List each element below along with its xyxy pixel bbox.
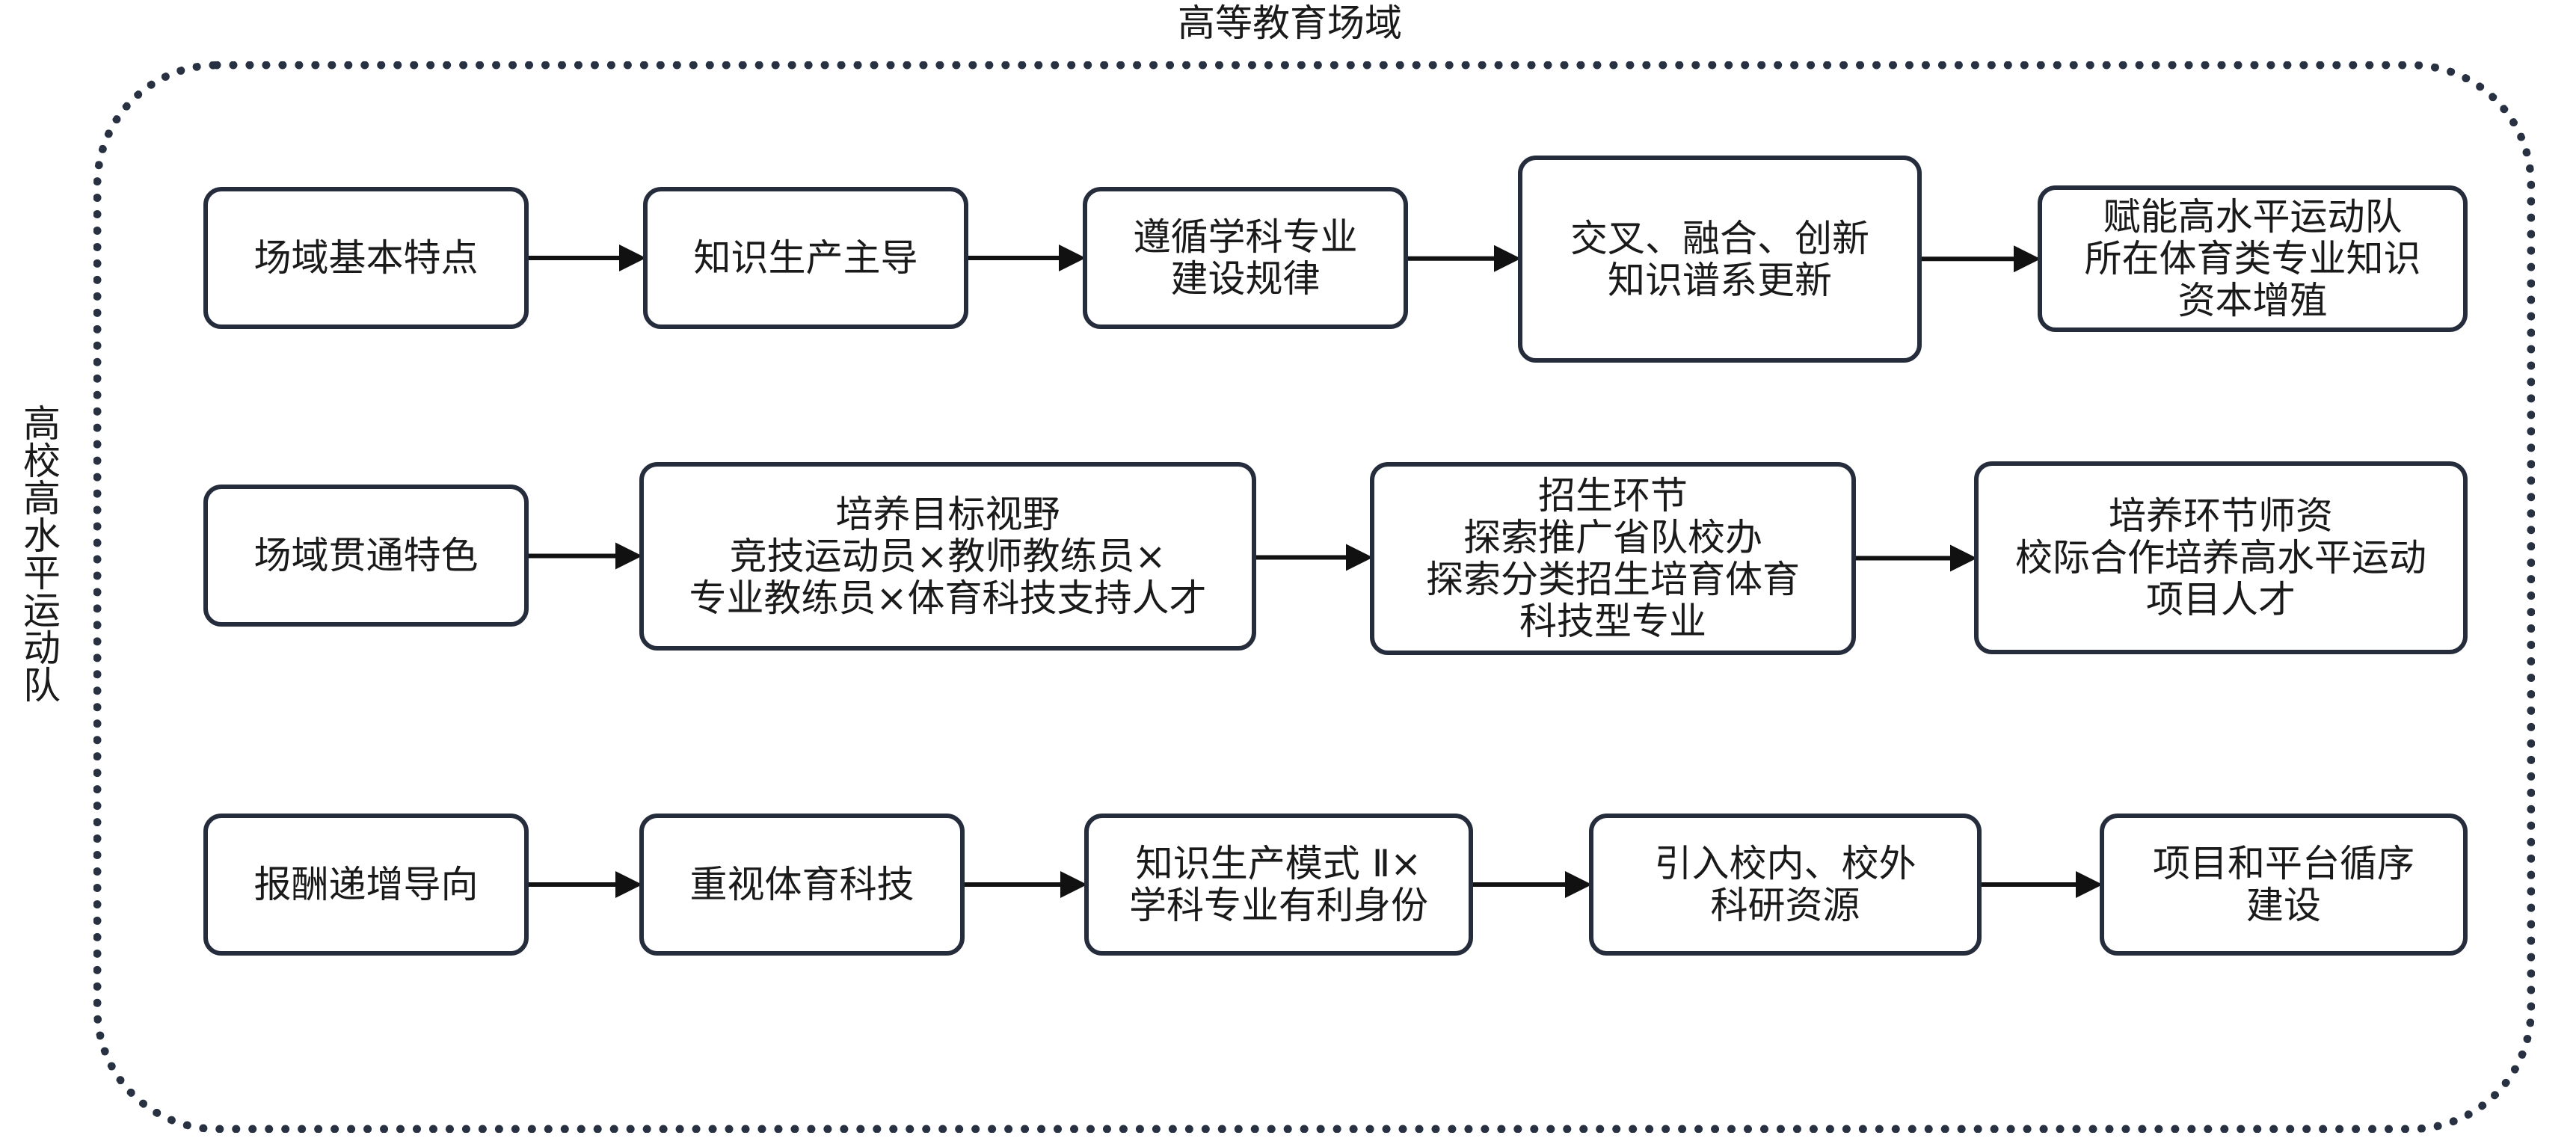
node-label: 培养环节师资 校际合作培养高水平运动 项目人才: [2015, 494, 2426, 621]
node-training-stage-faculty: 培养环节师资 校际合作培养高水平运动 项目人才: [1974, 461, 2468, 654]
node-label: 场域基本特点: [253, 236, 479, 280]
node-training-goal-vision: 培养目标视野 竞技运动员×教师教练员× 专业教练员×体育科技支持人才: [639, 462, 1256, 651]
node-follow-discipline-rules: 遵循学科专业 建设规律: [1083, 187, 1408, 329]
higher-education-field-frame: [93, 61, 2535, 1133]
node-label: 重视体育科技: [689, 863, 914, 906]
node-project-platform-building: 项目和平台循序 建设: [2100, 814, 2468, 956]
node-value-sports-tech: 重视体育科技: [639, 814, 965, 956]
node-increasing-returns: 报酬递增导向: [203, 814, 529, 956]
node-field-basic-features: 场域基本特点: [203, 187, 529, 329]
node-label: 报酬递增导向: [253, 863, 479, 906]
side-label-high-level-team: 高校高水平运动队: [17, 404, 61, 703]
node-label: 赋能高水平运动队 所在体育类专业知识 资本增殖: [2084, 195, 2421, 322]
node-label: 遵循学科专业 建设规律: [1133, 215, 1358, 301]
node-label: 招生环节 探索推广省队校办 探索分类招生培育体育 科技型专业: [1426, 474, 1800, 643]
node-knowledge-production-led: 知识生产主导: [643, 187, 968, 329]
node-cross-fusion-innovation: 交叉、融合、创新 知识谱系更新: [1518, 156, 1922, 363]
node-label: 知识生产模式 Ⅱ× 学科专业有利身份: [1129, 842, 1428, 927]
node-label: 引入校内、校外 科研资源: [1654, 842, 1916, 927]
node-label: 场域贯通特色: [253, 534, 479, 577]
field-title: 高等教育场域: [1178, 1, 1402, 45]
node-label: 培养目标视野 竞技运动员×教师教练员× 专业教练员×体育科技支持人才: [689, 493, 1207, 620]
node-empower-knowledge-capital: 赋能高水平运动队 所在体育类专业知识 资本增殖: [2038, 185, 2468, 332]
node-label: 项目和平台循序 建设: [2153, 842, 2414, 927]
node-label: 交叉、融合、创新 知识谱系更新: [1570, 216, 1869, 302]
node-field-integration-features: 场域贯通特色: [203, 485, 529, 627]
node-label: 知识生产主导: [693, 236, 918, 280]
node-knowledge-mode-2: 知识生产模式 Ⅱ× 学科专业有利身份: [1084, 814, 1473, 956]
node-enrollment-stage: 招生环节 探索推广省队校办 探索分类招生培育体育 科技型专业: [1370, 462, 1856, 655]
node-research-resources: 引入校内、校外 科研资源: [1589, 814, 1982, 956]
